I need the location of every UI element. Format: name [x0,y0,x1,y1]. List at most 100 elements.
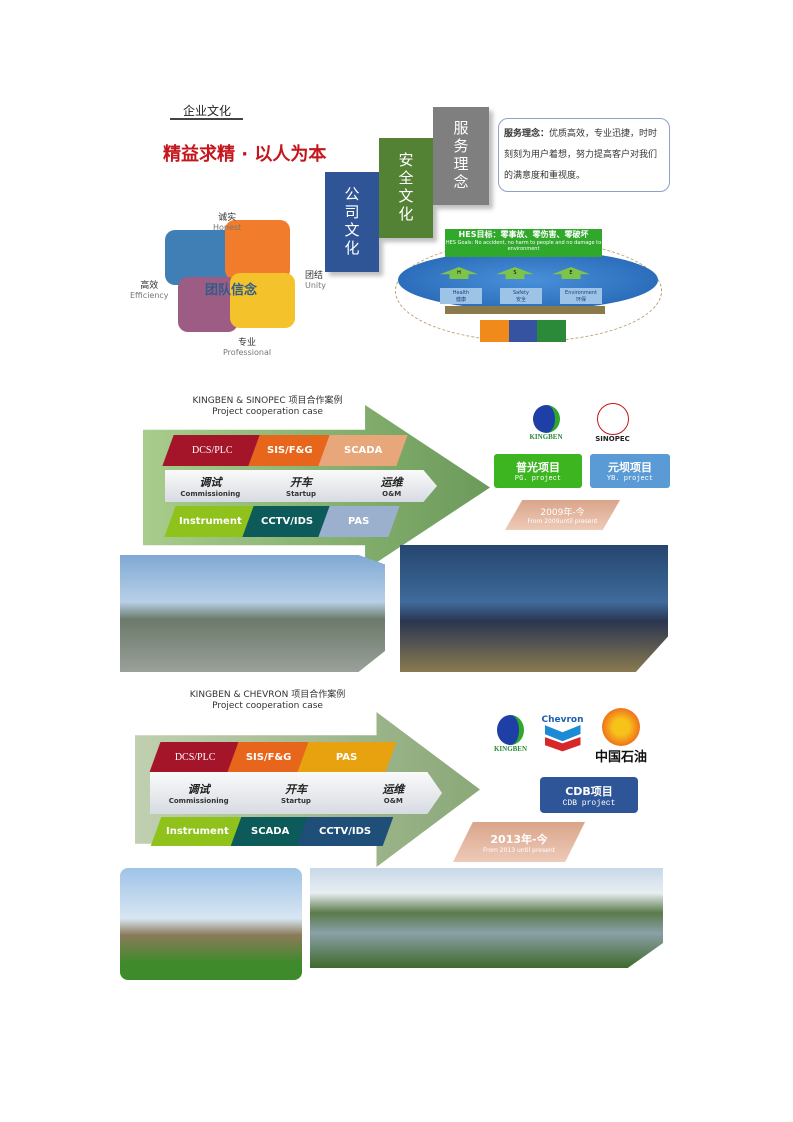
hes-title: HES目标：零事故、零伤害、零破坏 [458,230,589,239]
step-cn: 运维 [382,783,405,796]
step-en: Startup [286,490,316,498]
band-scada: SCADA [318,435,408,466]
helmet-icon [508,320,538,342]
slogan: 精益求精 · 以人为本 [163,144,327,165]
apple-icon [480,320,509,342]
honest-en: Honest [213,223,242,232]
plant-photo [120,868,302,980]
project-en: CDB project [562,798,616,808]
step-cn: 运维 [380,476,403,489]
honest-cn: 诚实 [218,213,237,223]
health-en: Health [452,289,470,296]
step-en: Commissioning [180,490,241,498]
chevron-logo: Chevron [540,708,585,760]
unity-en: Unity [305,281,327,290]
arrow-e: E [552,267,590,279]
band-pas: PAS [318,506,400,537]
step-en: Commissioning [168,797,229,805]
band-label: DCS/PLC [174,751,216,763]
kingben-logo: KINGBEN [488,708,533,760]
case2-subtitle: Project cooperation case [212,701,323,711]
service-label: 服务理念： [504,129,550,139]
band-label: CCTV/IDS [260,516,314,527]
step-en: O&M [382,490,402,498]
petrochina-logo-text: 中国石油 [594,750,647,765]
environment-cn: 环保 [575,296,586,303]
band-label: CCTV/IDS [318,826,372,837]
band-label: PAS [336,751,358,763]
professional-en: Professional [223,348,272,357]
environment-en: Environment [565,289,597,296]
refinery-day-photo [120,555,385,672]
efficiency-en: Efficiency [130,291,169,300]
puzzle-graphic: 团队信念 [160,215,300,335]
block-safety-culture: 安全文化 [379,138,433,238]
case2-title: KINGBEN & CHEVRON 项目合作案例 [189,690,346,700]
kingben-logo: KINGBEN [525,400,567,445]
hes-icons [480,320,567,342]
puzzle-orange [225,220,290,280]
hes-subtitle: HES Goals: No accident, no harm to peopl… [445,240,602,252]
band-label: PAS [348,516,370,527]
hes-goal-banner: HES目标：零事故、零伤害、零破坏 HES Goals: No accident… [445,229,602,257]
service-box: 服务理念：优质高效，专业迅捷，时时刻刻为用户着想，努力提高客户对我们的满意度和重… [498,118,670,192]
band-label: SIS/F&G [246,751,292,763]
band-dcs-plc: DCS/PLC [149,742,241,772]
band-label: SCADA [343,445,383,456]
hes-base [445,306,605,314]
band-cctv-ids: CCTV/IDS [242,506,332,537]
band-dcs-plc: DCS/PLC [162,435,262,466]
arrow-h: H [440,267,478,279]
unity-cn: 团结 [305,271,324,281]
safety-cn: 安全 [515,296,526,303]
puzzle-center-label: 团队信念 [205,283,258,298]
culture-heading: 企业文化 [183,104,232,118]
band-cctv-ids: CCTV/IDS [296,817,394,846]
project-en: YB. project [606,475,654,483]
petrochina-logo: 中国石油 [590,703,652,770]
band-label: Instrument [165,826,229,837]
project-en: PG. project [514,475,562,483]
band-label: SIS/F&G [267,445,313,456]
case1-title: KINGBEN & SINOPEC 项目合作案例 [192,396,343,406]
date-en: From 2009until present [527,518,598,525]
date-cn: 2009年-今 [540,508,585,518]
band-pas: PAS [297,742,397,772]
case1-subtitle: Project cooperation case [212,407,323,417]
safety-en: Safety [513,289,529,296]
sinopec-logo: SINOPEC [590,400,635,445]
project-cn: 元坝项目 [608,461,652,474]
date-cn: 2013年-今 [490,832,548,846]
band-label: DCS/PLC [191,445,233,456]
heading-underline [170,118,243,120]
band-instrument: Instrument [164,506,256,537]
band-instrument: Instrument [150,817,244,846]
kingben-logo-text: KINGBEN [529,432,563,441]
step-cn: 开车 [290,476,312,489]
step-cn: 调试 [199,476,222,489]
step-en: O&M [383,797,403,805]
efficiency-cn: 高效 [140,281,159,291]
block-company-culture: 公司文化 [325,172,379,272]
step-en: Startup [281,797,311,805]
arrow-s: S [496,267,534,279]
